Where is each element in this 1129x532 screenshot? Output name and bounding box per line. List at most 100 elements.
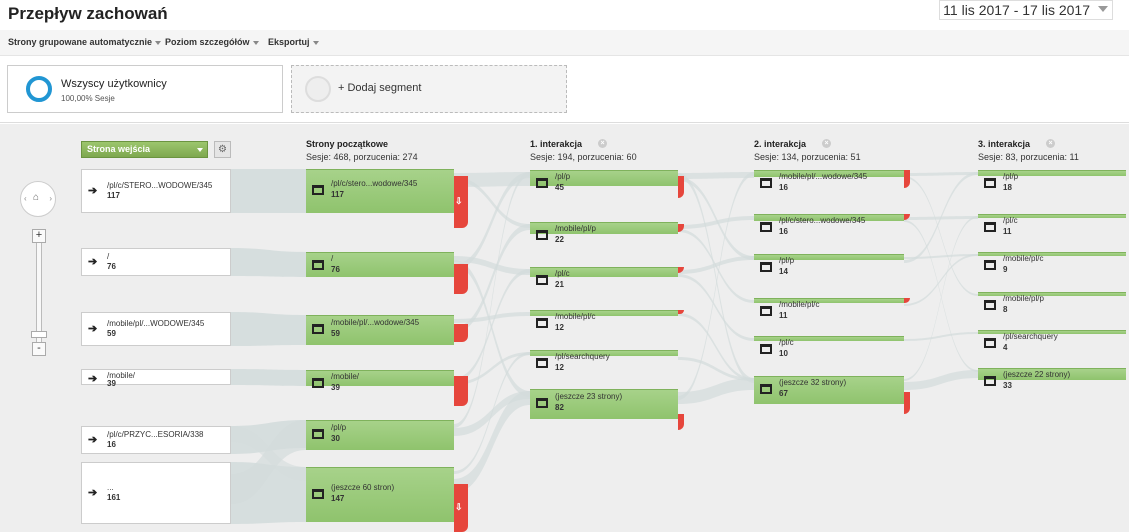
zoom-out-button[interactable]: - <box>32 342 46 356</box>
close-icon[interactable]: × <box>822 139 832 148</box>
page-count: 45 <box>555 183 564 192</box>
page-node[interactable]: /76 <box>306 252 454 280</box>
dropoff-indicator[interactable] <box>678 224 684 232</box>
page-path: (jeszcze 60 stron) <box>331 482 395 492</box>
dropoff-indicator[interactable] <box>454 324 468 342</box>
node-volume-bar <box>978 170 1126 176</box>
dropoff-indicator[interactable] <box>454 376 468 406</box>
gear-icon[interactable]: ⚙ <box>214 141 231 158</box>
dropoff-indicator[interactable] <box>678 267 684 273</box>
flow-link <box>678 173 754 383</box>
dimension-selector[interactable]: Strona wejścia <box>81 141 208 158</box>
flow-link <box>904 172 978 263</box>
flow-connections <box>231 169 978 524</box>
node-volume-bar <box>530 170 678 186</box>
zoom-slider-track[interactable] <box>36 243 42 342</box>
export-dropdown[interactable]: Eksportuj <box>268 37 319 47</box>
source-node[interactable]: ➔/mobile/39 <box>81 369 231 388</box>
zoom-slider-handle[interactable] <box>31 331 47 338</box>
dropoff-indicator[interactable] <box>678 310 684 314</box>
page-node[interactable]: (jeszcze 32 strony)67 <box>754 376 904 404</box>
pan-left-icon[interactable]: ‹ <box>24 194 27 203</box>
column-title: 2. interakcja <box>754 139 807 149</box>
add-segment-button[interactable]: + Dodaj segment <box>291 65 567 113</box>
export-label: Eksportuj <box>268 37 310 47</box>
page-icon <box>312 260 324 270</box>
date-range-picker[interactable]: 11 lis 2017 - 17 lis 2017 <box>939 0 1113 20</box>
page-icon <box>984 222 996 232</box>
flow-link <box>904 332 978 341</box>
flow-link <box>678 313 754 381</box>
close-icon[interactable]: × <box>598 139 608 148</box>
page-icon <box>536 358 548 368</box>
page-count: 4 <box>1003 343 1008 352</box>
dropoff-indicator[interactable] <box>904 298 910 303</box>
source-node[interactable]: ➔...161 <box>81 462 231 524</box>
close-icon[interactable]: × <box>1046 139 1056 148</box>
dropoff-indicator[interactable] <box>904 170 910 188</box>
zoom-in-button[interactable]: + <box>32 229 46 243</box>
pan-right-icon[interactable]: › <box>49 194 52 203</box>
dropoff-indicator[interactable]: ⇩ <box>454 176 468 228</box>
source-node[interactable]: ➔/76 <box>81 248 231 276</box>
node-volume-bar <box>754 336 904 341</box>
flow-link <box>454 177 530 228</box>
behavior-flow-canvas[interactable]: ‹ ⌂ › + - Strona wejścia ⚙ Strony począt… <box>0 124 1129 532</box>
segment-all-users[interactable]: Wszyscy użytkownicy 100,00% Sesje <box>7 65 283 113</box>
dropoff-indicator[interactable] <box>678 176 684 198</box>
page-path: /mobile/pl/...wodowe/345 <box>331 318 420 327</box>
entrance-arrow-icon: ➔ <box>88 487 98 499</box>
page-icon <box>760 262 772 272</box>
source-path: ... <box>107 483 114 492</box>
node-volume-bar <box>754 254 904 260</box>
add-segment-label: + Dodaj segment <box>338 82 422 94</box>
page-path: /mobile/pl/p <box>555 224 596 233</box>
page-node[interactable]: /mobile/39 <box>306 370 454 398</box>
detail-level-dropdown[interactable]: Poziom szczegółów <box>165 37 259 47</box>
page-node[interactable]: (jeszcze 60 stron)147 <box>306 467 454 522</box>
page-path: /pl/p <box>779 256 795 265</box>
page-path: /mobile/pl/p <box>1003 294 1044 303</box>
page-node[interactable]: (jeszcze 22 strony)33 <box>978 368 1126 396</box>
pan-control[interactable]: ‹ ⌂ › <box>20 181 56 217</box>
dropoff-indicator[interactable]: ⇩ <box>454 484 468 532</box>
chevron-down-icon <box>252 40 259 45</box>
grouping-dropdown[interactable]: Strony grupowane automatycznie <box>8 37 162 47</box>
dropoff-indicator[interactable] <box>454 264 468 294</box>
page-node[interactable]: (jeszcze 23 strony)82 <box>530 389 678 419</box>
page-icon <box>760 178 772 188</box>
page-count: 9 <box>1003 265 1008 274</box>
column-stats: Sesje: 194, porzucenia: 60 <box>530 152 637 162</box>
column-header-starting-pages: Strony początkowe Sesje: 468, porzucenia… <box>306 139 418 162</box>
source-count: 117 <box>107 191 120 200</box>
page-count: 21 <box>555 280 564 289</box>
node-volume-bar <box>978 292 1126 296</box>
dropoff-indicator[interactable] <box>904 392 910 414</box>
home-icon[interactable]: ⌂ <box>33 192 40 203</box>
dropoff-indicator[interactable] <box>678 414 684 430</box>
dropoff-indicator[interactable] <box>904 214 910 220</box>
page-path: (jeszcze 23 strony) <box>555 392 623 401</box>
page-path: /pl/p <box>1003 172 1019 181</box>
